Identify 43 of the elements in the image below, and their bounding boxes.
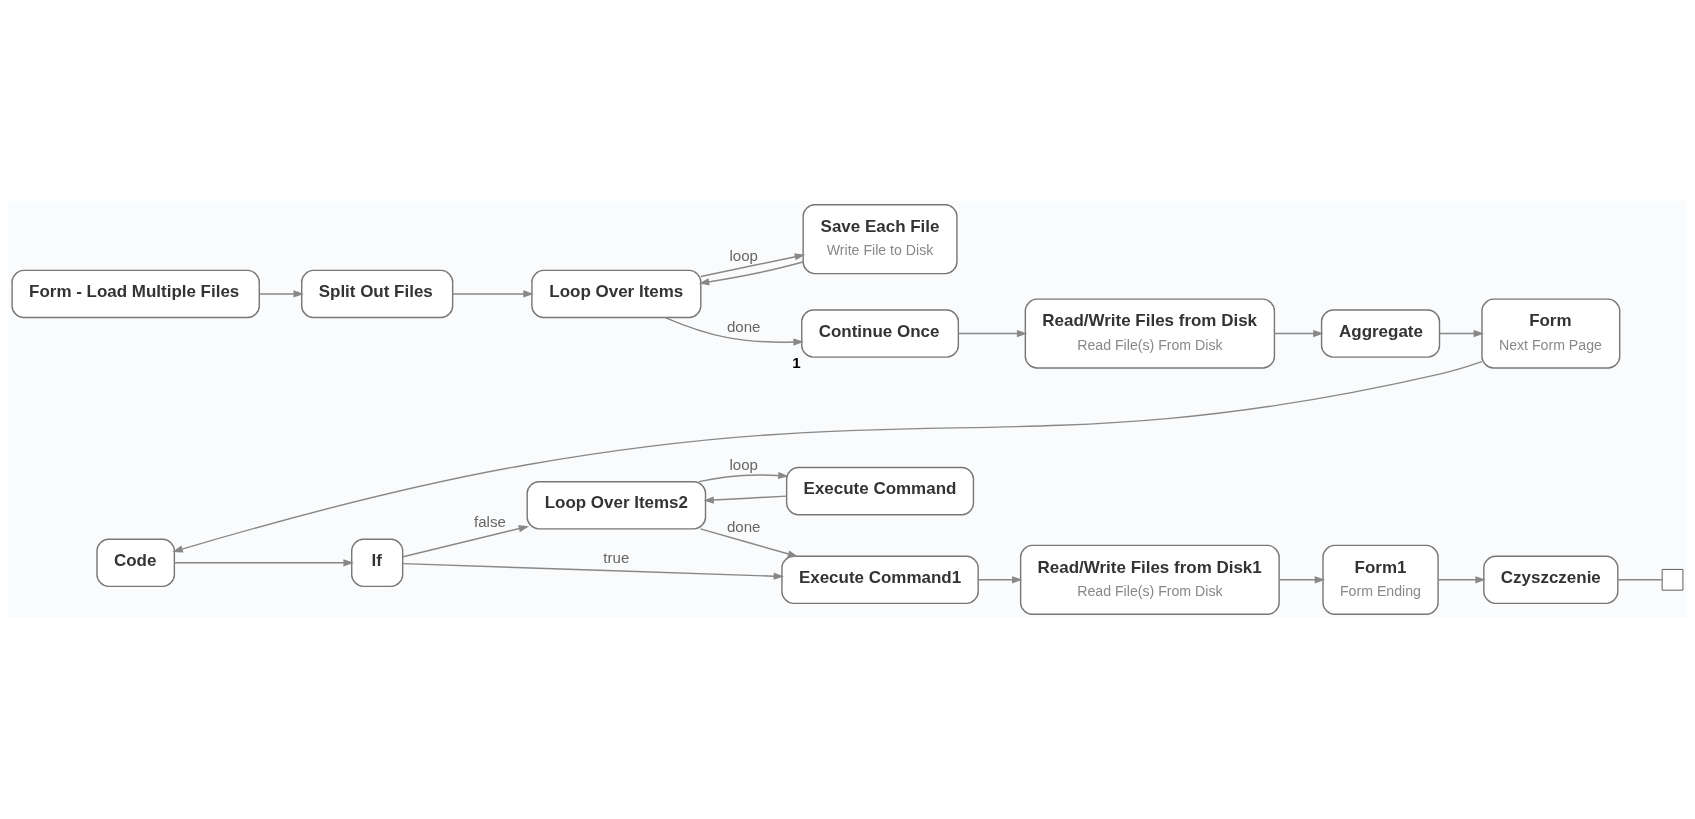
arrow [699, 528, 799, 558]
node-box: Form1 Form Ending [1322, 544, 1439, 615]
node-box: Loop Over Items [531, 269, 702, 319]
node-box: Loop Over Items2 [526, 480, 707, 530]
node-box: Czyszczenie [1483, 555, 1619, 605]
arrow [1278, 576, 1326, 584]
node-box: Execute Command1 [781, 555, 979, 605]
edge-label: done [726, 318, 761, 336]
node-box: Execute Command [785, 466, 975, 516]
arrow [402, 562, 785, 580]
node-box: Code [96, 538, 176, 588]
edge-label: true [603, 548, 630, 566]
arrow [664, 316, 804, 346]
arrow [703, 495, 787, 504]
arrow [452, 290, 534, 298]
node-box: If [351, 538, 404, 588]
arrow [258, 290, 304, 298]
node-box: Form - Load Multiple Files [11, 269, 260, 319]
arrow [700, 253, 806, 278]
node-label: 1 [792, 354, 801, 372]
edge-label: loop [729, 456, 758, 474]
arrow [977, 576, 1023, 584]
arrow [698, 261, 804, 286]
arrow [1438, 329, 1484, 338]
connector [1617, 579, 1663, 581]
arrow [957, 329, 1028, 338]
arrow [172, 360, 1483, 553]
node-box: Continue Once [801, 309, 960, 358]
arrow [1437, 576, 1486, 584]
node-box: Read/Write Files from Disk Read File(s) From Disk [1024, 298, 1276, 369]
edge-label: false [474, 512, 506, 530]
node-box [1661, 568, 1684, 591]
node-box: Aggregate [1320, 309, 1441, 358]
arrow [1273, 329, 1324, 338]
arrow [698, 471, 789, 483]
arrow [402, 525, 530, 558]
node-box: Form Next Form Page [1481, 298, 1621, 369]
node-box: Read/Write Files from Disk1 Read File(s) From Disk [1019, 544, 1280, 615]
edge-label: done [726, 518, 761, 536]
arrow [173, 559, 354, 567]
node-box: Save Each File Write File to Disk [802, 204, 958, 275]
edge-label: loop [729, 246, 758, 264]
node-box: Split Out Files [301, 269, 454, 319]
